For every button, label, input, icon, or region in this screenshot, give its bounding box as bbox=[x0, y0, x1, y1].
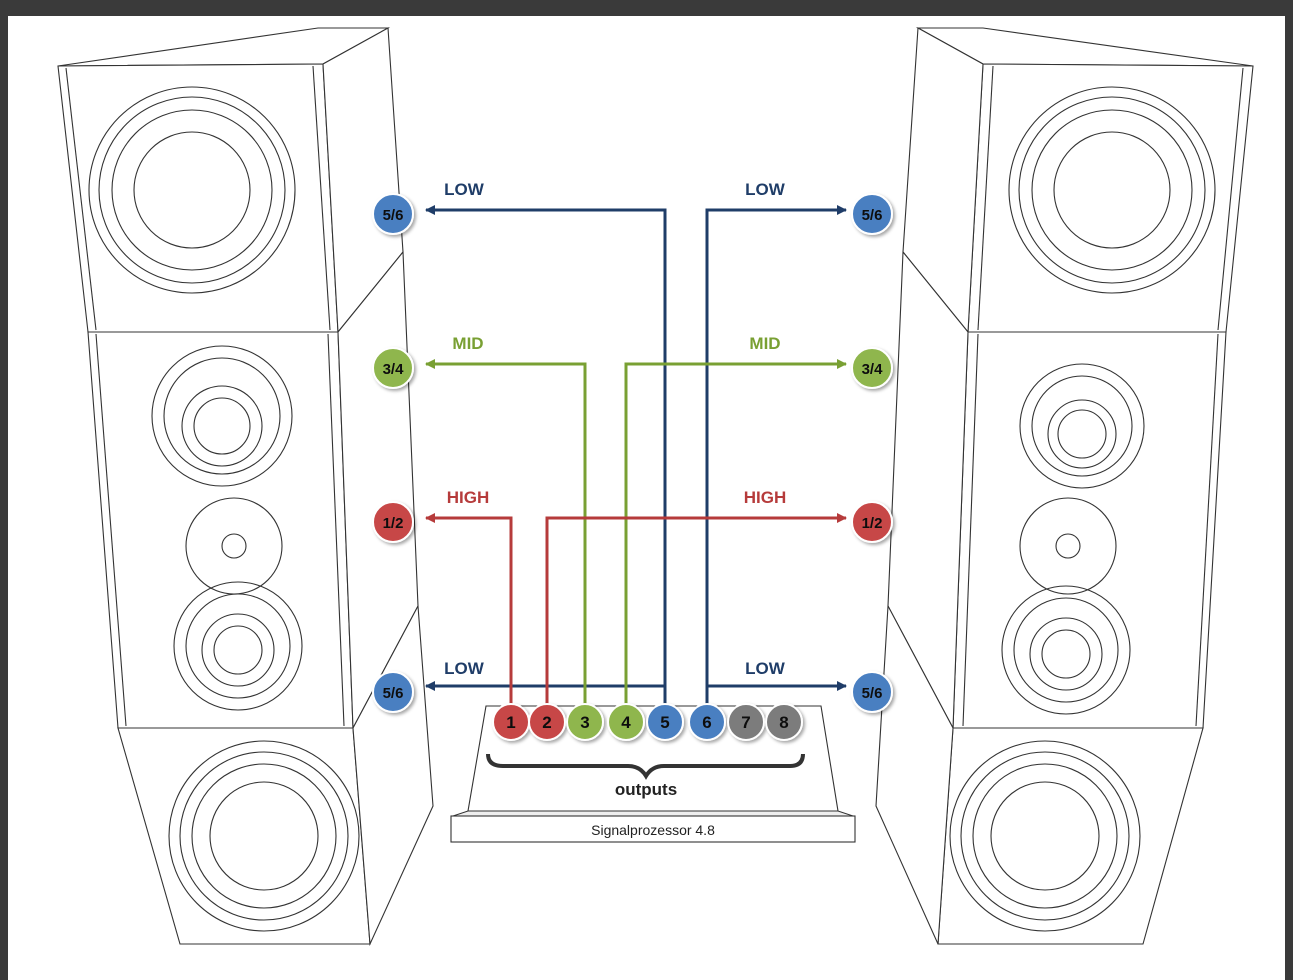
output-port-8: 8 bbox=[765, 703, 803, 741]
output-port-7: 7 bbox=[727, 703, 765, 741]
output-port-circle bbox=[528, 703, 566, 741]
output-port-3: 3 bbox=[566, 703, 604, 741]
band-label-low: LOW bbox=[444, 180, 485, 199]
band-label-high: HIGH bbox=[447, 488, 490, 507]
channel-badge-low: 5/6 bbox=[851, 671, 893, 713]
left-speaker bbox=[57, 27, 434, 947]
svg-text:3/4: 3/4 bbox=[383, 361, 405, 378]
channel-badge-mid: 3/4 bbox=[851, 347, 893, 389]
processor-outputs: 1 2 3 4 5 6 7 8 bbox=[492, 703, 803, 741]
channel-badge-high: 1/2 bbox=[851, 501, 893, 543]
output-port-label: 6 bbox=[702, 713, 711, 732]
band-label-low: LOW bbox=[444, 659, 485, 678]
channel-badge-mid: 3/4 bbox=[372, 347, 414, 389]
band-label-low: LOW bbox=[745, 180, 786, 199]
output-port-4: 4 bbox=[607, 703, 645, 741]
output-port-circle bbox=[765, 703, 803, 741]
svg-text:3/4: 3/4 bbox=[862, 361, 884, 378]
high-wires bbox=[425, 513, 847, 708]
svg-text:5/6: 5/6 bbox=[383, 207, 404, 224]
output-port-circle bbox=[566, 703, 604, 741]
processor-name: Signalprozessor 4.8 bbox=[591, 822, 715, 838]
output-port-circle bbox=[646, 703, 684, 741]
output-port-6: 6 bbox=[688, 703, 726, 741]
output-port-label: 7 bbox=[741, 713, 750, 732]
outputs-brace bbox=[486, 753, 805, 780]
svg-text:5/6: 5/6 bbox=[383, 685, 404, 702]
band-label-mid: MID bbox=[452, 334, 483, 353]
channel-badge-low: 5/6 bbox=[851, 193, 893, 235]
output-port-label: 2 bbox=[542, 713, 551, 732]
channel-badge-high: 1/2 bbox=[372, 501, 414, 543]
output-port-circle bbox=[607, 703, 645, 741]
output-port-label: 4 bbox=[621, 713, 631, 732]
low-wires bbox=[425, 205, 847, 708]
output-port-label: 5 bbox=[660, 713, 669, 732]
right-speaker bbox=[875, 27, 1254, 945]
channel-badge-low: 5/6 bbox=[372, 671, 414, 713]
channel-badge-low: 5/6 bbox=[372, 193, 414, 235]
output-port-circle bbox=[727, 703, 765, 741]
svg-text:5/6: 5/6 bbox=[862, 685, 883, 702]
output-port-1: 1 bbox=[492, 703, 530, 741]
output-port-5: 5 bbox=[646, 703, 684, 741]
wiring-diagram: Signalprozessor 4.8 outputs LOW LOW MID … bbox=[57, 27, 1254, 947]
output-port-label: 1 bbox=[506, 713, 515, 732]
band-label-high: HIGH bbox=[744, 488, 787, 507]
output-port-label: 3 bbox=[580, 713, 589, 732]
band-label-low: LOW bbox=[745, 659, 786, 678]
svg-text:1/2: 1/2 bbox=[383, 515, 404, 532]
output-port-label: 8 bbox=[779, 713, 788, 732]
mid-wires bbox=[425, 359, 847, 708]
output-port-circle bbox=[688, 703, 726, 741]
outputs-label: outputs bbox=[615, 780, 677, 799]
diagram-canvas: Signalprozessor 4.8 outputs LOW LOW MID … bbox=[8, 16, 1285, 980]
svg-text:1/2: 1/2 bbox=[862, 515, 883, 532]
band-label-mid: MID bbox=[749, 334, 780, 353]
output-port-2: 2 bbox=[528, 703, 566, 741]
svg-text:5/6: 5/6 bbox=[862, 207, 883, 224]
